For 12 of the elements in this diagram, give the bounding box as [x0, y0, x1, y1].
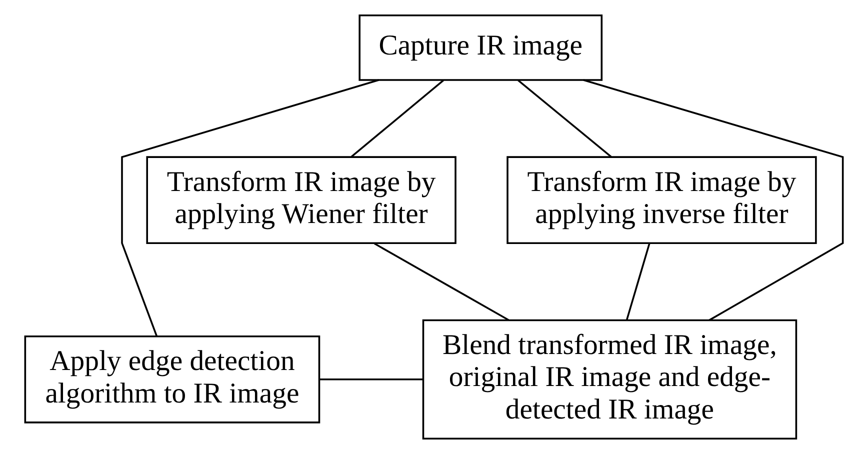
connector	[517, 80, 612, 158]
node-box: Blend transformed IR image, original IR image and edge-detected IR image	[422, 319, 797, 440]
connector	[582, 79, 844, 321]
connector	[350, 80, 444, 158]
node-box: Apply edge detection algorithm to IR image	[24, 335, 320, 424]
node-box: Capture IR image	[358, 14, 602, 81]
node-box: Transform IR image by applying Wiener filter	[146, 156, 456, 244]
connector	[120, 79, 379, 336]
connector	[626, 243, 650, 320]
connector	[319, 378, 423, 380]
node-box: Transform IR image by applying inverse filter	[506, 156, 816, 244]
connector	[373, 242, 509, 321]
